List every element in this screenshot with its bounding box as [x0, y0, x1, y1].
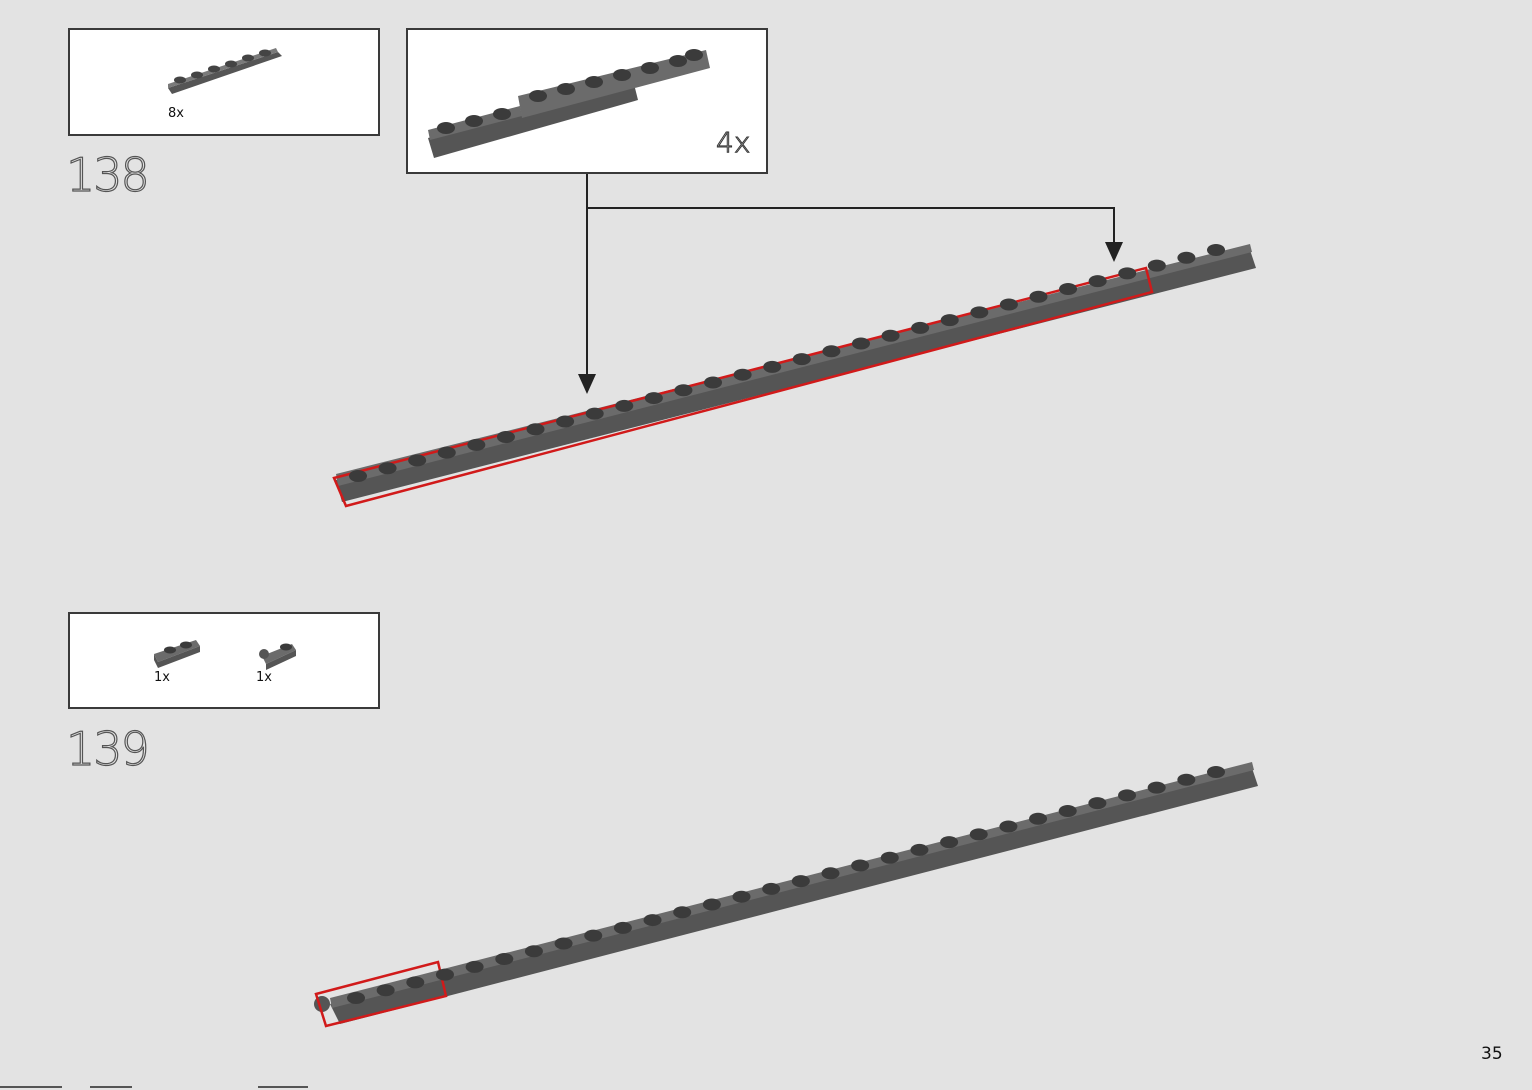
footer-line: [0, 1086, 62, 1088]
stud: [910, 844, 928, 856]
stud: [1059, 805, 1077, 817]
stud: [762, 883, 780, 895]
stud: [851, 860, 869, 872]
stud: [703, 898, 721, 910]
page-number: 35: [1481, 1044, 1503, 1064]
stud: [377, 984, 395, 996]
stud: [881, 852, 899, 864]
stud: [1207, 766, 1225, 778]
stud: [673, 906, 691, 918]
stud: [940, 836, 958, 848]
stud: [495, 953, 513, 965]
stud: [436, 969, 454, 981]
stud: [525, 945, 543, 957]
stud: [644, 914, 662, 926]
stud: [1029, 813, 1047, 825]
stud: [406, 976, 424, 988]
stud: [1177, 774, 1195, 786]
stud: [1148, 782, 1166, 794]
stud: [584, 930, 602, 942]
stud: [555, 937, 573, 949]
stud: [1118, 789, 1136, 801]
stud: [821, 867, 839, 879]
stud: [614, 922, 632, 934]
stud: [347, 992, 365, 1004]
stud: [1088, 797, 1106, 809]
footer-line: [90, 1086, 132, 1088]
stud: [733, 891, 751, 903]
stud: [999, 821, 1017, 833]
stud: [792, 875, 810, 887]
footer-line: [258, 1086, 308, 1088]
stud: [970, 828, 988, 840]
stud: [466, 961, 484, 973]
